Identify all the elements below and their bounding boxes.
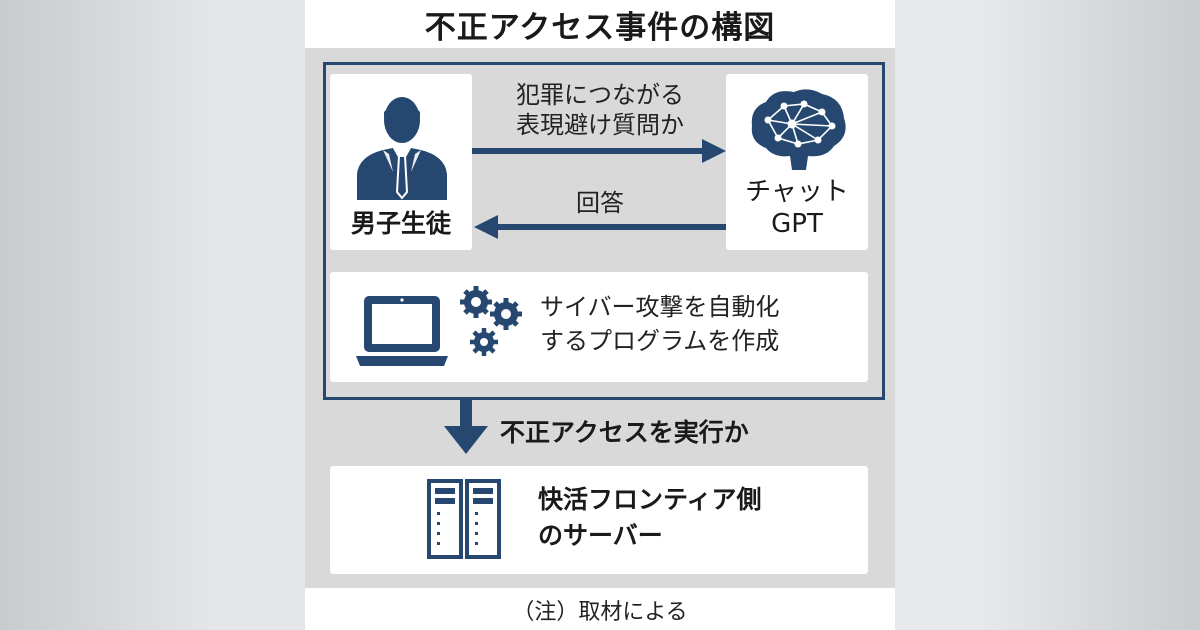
student-label: 男子生徒 bbox=[350, 209, 451, 238]
chatgpt-label-line2: GPT bbox=[771, 209, 823, 239]
person-icon bbox=[357, 97, 447, 200]
arrow-right-icon bbox=[472, 139, 726, 163]
server-label-line1: 快活フロンティア側 bbox=[538, 485, 762, 514]
question-label-line2: 表現避け質問か bbox=[516, 111, 684, 139]
answer-label: 回答 bbox=[576, 189, 624, 217]
gears-icon bbox=[460, 286, 522, 356]
program-description-line2: するプログラムを作成 bbox=[540, 327, 780, 355]
server-card bbox=[330, 466, 868, 574]
server-icon bbox=[427, 479, 501, 559]
arrow-left-icon bbox=[474, 215, 726, 239]
server-label: 快活フロンティア側 のサーバー bbox=[538, 482, 858, 554]
chatgpt-label: チャット GPT bbox=[726, 176, 868, 240]
question-label-line1: 犯罪につながる bbox=[516, 81, 684, 109]
execute-label: 不正アクセスを実行か bbox=[500, 418, 749, 447]
server-label-line2: のサーバー bbox=[538, 521, 663, 550]
program-description-line1: サイバー攻撃を自動化 bbox=[540, 293, 780, 321]
question-label: 犯罪につながる 表現避け質問か bbox=[484, 80, 716, 140]
program-description: サイバー攻撃を自動化 するプログラムを作成 bbox=[540, 290, 860, 358]
laptop-icon bbox=[356, 296, 448, 366]
chat-flow-frame bbox=[323, 62, 885, 400]
chatgpt-label-line1: チャット bbox=[745, 177, 849, 207]
arrow-down-icon bbox=[444, 400, 488, 454]
brain-network-icon bbox=[751, 89, 846, 170]
source-note: （注）取材による bbox=[512, 600, 688, 625]
diagram-title: 不正アクセス事件の構図 bbox=[305, 0, 895, 48]
